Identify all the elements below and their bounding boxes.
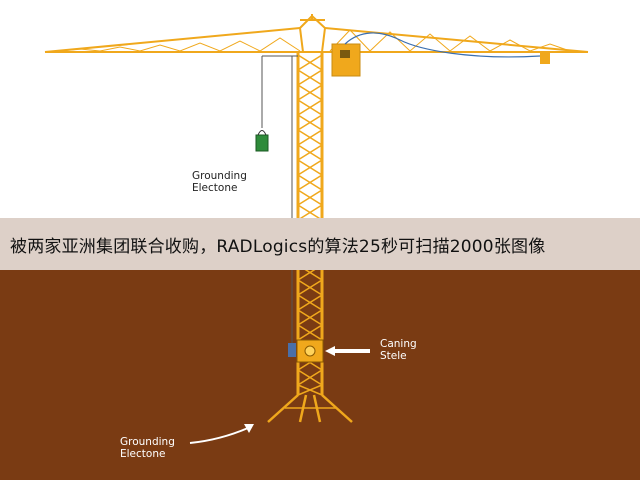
caption-bar: 被两家亚洲集团联合收购，RADLogics的算法25秒可扫描2000张图像: [0, 218, 640, 270]
jib-end-block: [540, 52, 550, 64]
caption-text: 被两家亚洲集团联合收购，RADLogics的算法25秒可扫描2000张图像: [10, 236, 546, 257]
crane-cab: [331, 43, 361, 77]
cable-top: [344, 32, 541, 58]
grounding-electrode-box: [255, 134, 269, 152]
label-casing: Caning Stele: [380, 338, 417, 362]
label-grounding-electrode-top: Grounding Electone: [192, 170, 247, 194]
crane-apex: [298, 14, 327, 53]
label-grounding-electrode-bottom: Grounding Electone: [120, 436, 175, 460]
casing-dial: [304, 345, 316, 357]
arrow-casing: [325, 346, 370, 356]
label-line: Caning: [380, 338, 417, 350]
label-line: Grounding: [120, 436, 175, 448]
label-line: Electone: [120, 448, 166, 460]
ground-soil: [0, 270, 640, 480]
label-line: Electone: [192, 182, 238, 194]
label-line: Grounding: [192, 170, 247, 182]
casing-side-panel: [288, 343, 296, 357]
sky-background: [0, 0, 640, 218]
crane-base-legs: [267, 394, 353, 423]
crane-cab-window: [340, 50, 350, 58]
arrow-bottom: [189, 427, 249, 444]
label-line: Stele: [380, 350, 407, 362]
